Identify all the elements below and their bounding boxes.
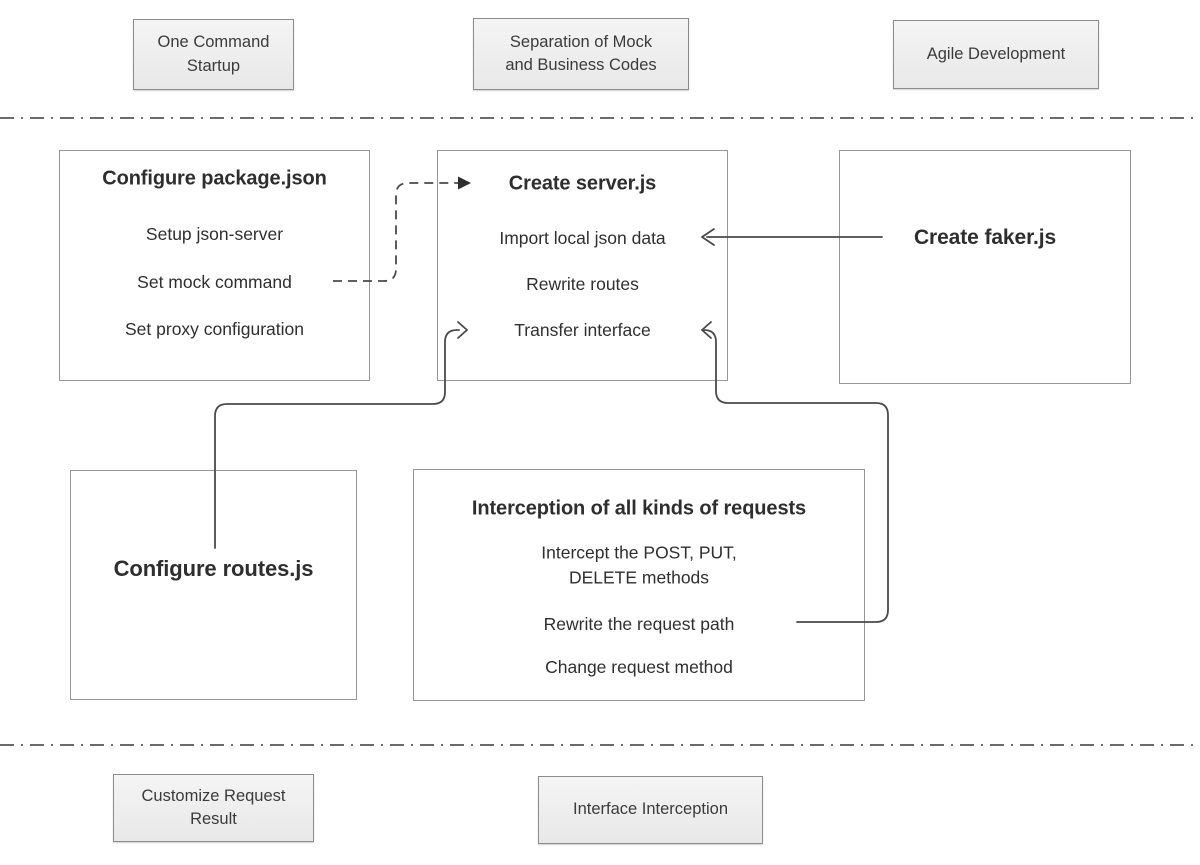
box-title: Create faker.js <box>913 226 1057 249</box>
box-title: Interception of all kinds of requests <box>471 497 807 520</box>
label-customize-request-result: Customize Request Result <box>113 774 314 842</box>
label-text: One Command Startup <box>157 33 270 75</box>
label-text: Separation of Mock and Business Codes <box>505 32 657 74</box>
box-item-setup-json-server: Setup json-server <box>145 223 284 244</box>
label-text: Agile Development <box>926 44 1066 63</box>
box-item-set-proxy-configuration: Set proxy configuration <box>125 318 304 339</box>
box-configure-routes-js: Configure routes.js <box>70 470 357 700</box>
box-item-rewrite-request-path: Rewrite the request path <box>543 613 735 634</box>
box-item-rewrite-routes: Rewrite routes <box>526 273 639 294</box>
box-item-import-local-json-data: Import local json data <box>499 227 666 248</box>
label-interface-interception: Interface Interception <box>538 776 763 844</box>
box-item-change-request-method: Change request method <box>545 656 733 677</box>
label-agile-development: Agile Development <box>893 20 1099 89</box>
box-create-faker-js: Create faker.js <box>839 150 1131 384</box>
box-title: Configure package.json <box>102 167 327 190</box>
box-create-server-js: Create server.js Import local json data … <box>437 150 728 381</box>
label-separation-of-mock-and-business-codes: Separation of Mock and Business Codes <box>473 18 689 90</box>
box-item-transfer-interface: Transfer interface <box>514 319 651 340</box>
label-one-command-startup: One Command Startup <box>133 19 294 90</box>
box-item-set-mock-command: Set mock command <box>137 271 292 292</box>
box-title: Configure routes.js <box>113 556 314 581</box>
label-text: Interface Interception <box>572 800 728 819</box>
label-text: Customize Request Result <box>141 786 286 828</box>
box-title: Create server.js <box>508 172 657 195</box>
box-configure-package-json: Configure package.json Setup json-server… <box>59 150 370 381</box>
box-item-intercept-post-put-delete: Intercept the POST, PUT, DELETE methods <box>541 542 737 588</box>
box-interception-of-requests: Interception of all kinds of requests In… <box>413 469 865 701</box>
